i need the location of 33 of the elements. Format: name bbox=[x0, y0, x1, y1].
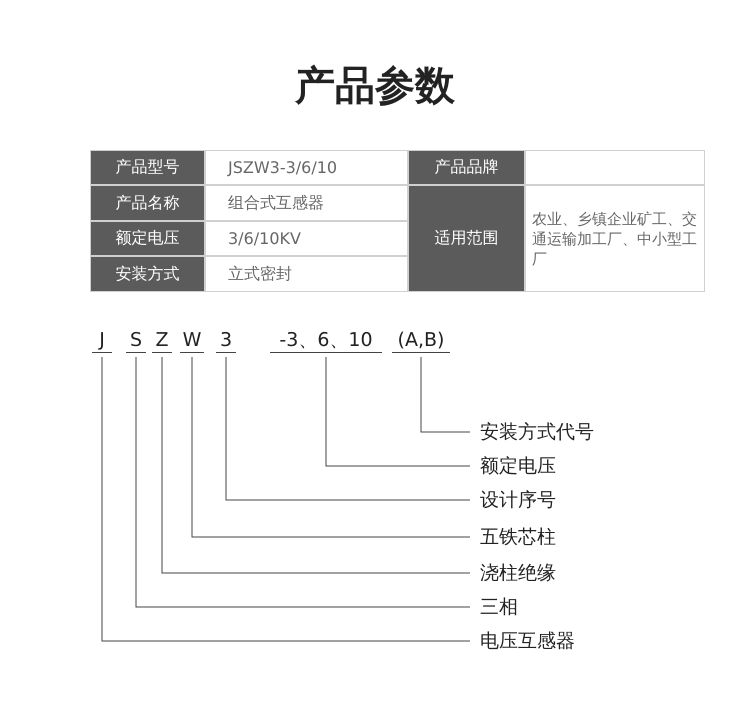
code-segment: 3 bbox=[216, 328, 236, 353]
code-segment: W bbox=[180, 328, 204, 353]
code-segment: (A,B) bbox=[392, 328, 450, 353]
description-label: 设计序号 bbox=[470, 488, 556, 512]
code-segment: S bbox=[126, 328, 146, 353]
header-cell: 额定电压 bbox=[90, 221, 205, 256]
leader-line bbox=[192, 356, 470, 538]
table-cell: 立式密封 bbox=[205, 256, 408, 292]
table-cell: 农业、乡镇企业矿工、交通运输加工厂、中小型工厂 bbox=[525, 185, 705, 292]
description-label: 五铁芯柱 bbox=[470, 525, 556, 549]
header-cell: 安装方式 bbox=[90, 256, 205, 292]
header-cell: 产品名称 bbox=[90, 185, 205, 221]
code-segment: -3、6、10 bbox=[270, 328, 382, 353]
description-label: 浇柱绝缘 bbox=[470, 561, 556, 585]
description-label: 安装方式代号 bbox=[470, 420, 594, 444]
description-label: 三相 bbox=[470, 595, 518, 619]
title: 产品参数 bbox=[294, 62, 456, 111]
leader-line bbox=[420, 356, 470, 432]
header-cell: 产品品牌 bbox=[408, 150, 525, 185]
code-segment: Z bbox=[152, 328, 172, 353]
leader-line bbox=[102, 356, 470, 642]
table-cell: 3/6/10KV bbox=[205, 221, 408, 256]
description-label: 额定电压 bbox=[470, 454, 556, 478]
description-label: 电压互感器 bbox=[470, 629, 575, 653]
header-cell: 产品型号 bbox=[90, 150, 205, 185]
leader-line bbox=[136, 356, 470, 608]
leader-line bbox=[162, 356, 470, 574]
header-cell: 适用范围 bbox=[408, 185, 525, 292]
leader-line bbox=[226, 356, 470, 500]
code-segment: J bbox=[92, 328, 112, 353]
table-cell: JSZW3-3/6/10 bbox=[205, 150, 408, 185]
leader-line bbox=[326, 356, 470, 466]
table-cell: 组合式互感器 bbox=[205, 185, 408, 221]
